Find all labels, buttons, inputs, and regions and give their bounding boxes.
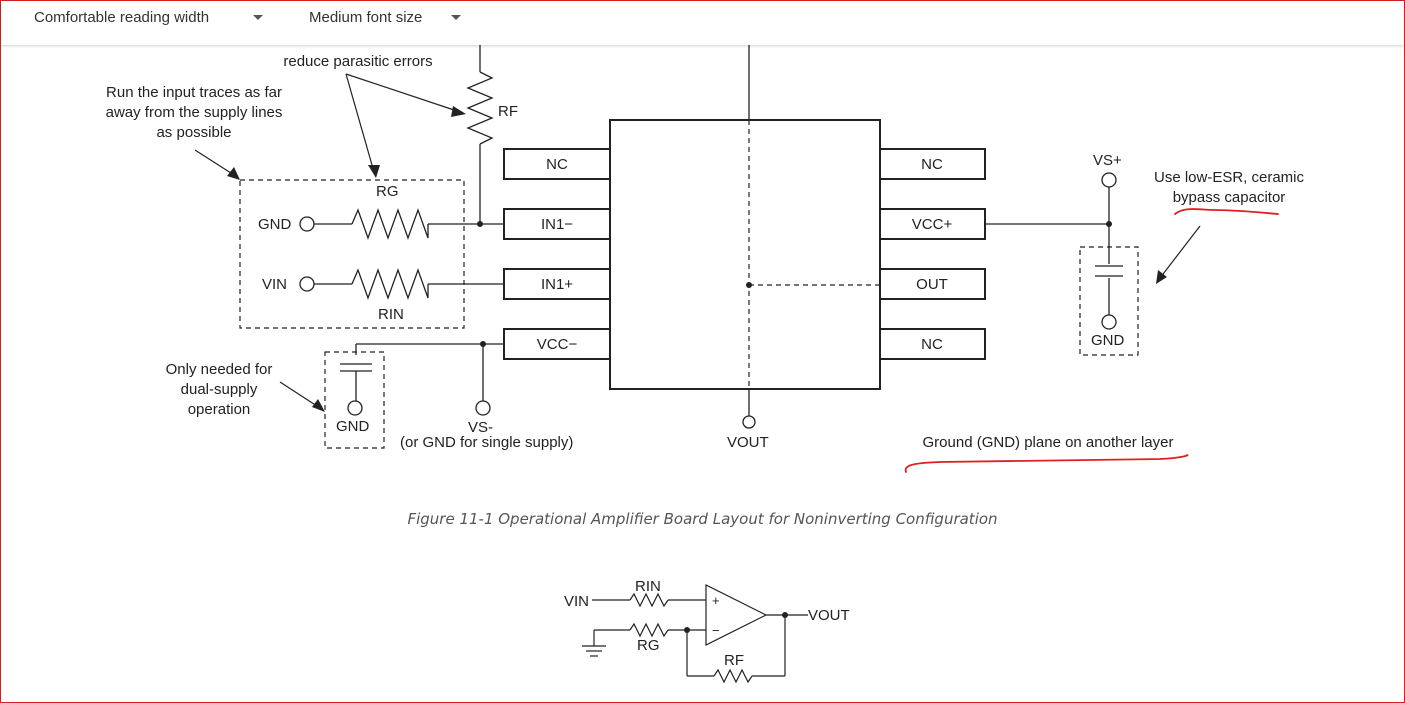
schematic-vin-label: VIN (564, 593, 589, 610)
rin-resistor (351, 268, 429, 300)
rf-label: RF (498, 103, 518, 120)
chevron-down-icon (253, 15, 263, 20)
ic-package (609, 119, 881, 390)
schematic-plus-sign: + (712, 593, 720, 608)
vout-label: VOUT (727, 434, 769, 451)
input-traces-note-1: Run the input traces as far (106, 84, 282, 101)
font-size-select[interactable]: Medium font size (309, 1, 469, 33)
schematic-rf-label: RF (724, 652, 744, 669)
schematic-rin-label: RIN (635, 578, 661, 595)
vin-label: VIN (262, 276, 287, 293)
pin-in1-minus: IN1− (541, 216, 573, 233)
pin-nc-right-top: NC (921, 156, 943, 173)
single-supply-label: (or GND for single supply) (400, 434, 573, 451)
bypass-note-2: bypass capacitor (1173, 189, 1286, 206)
rf-resistor (466, 71, 494, 145)
chevron-down-icon (451, 15, 461, 20)
bypass-underline (1174, 208, 1279, 215)
ground-plane-underline (904, 454, 1189, 473)
dual-supply-note-3: operation (188, 401, 251, 418)
schematic-vout-label: VOUT (808, 607, 850, 624)
pin-vcc-plus: VCC+ (912, 216, 953, 233)
pin-vcc-minus: VCC− (537, 336, 578, 353)
vs-plus-label: VS+ (1093, 152, 1122, 169)
pin-nc-left: NC (546, 156, 568, 173)
ground-plane-note: Ground (GND) plane on another layer (923, 434, 1174, 451)
gnd-bypass-label: GND (1091, 332, 1125, 349)
capacitors (340, 265, 1123, 372)
gnd-decoupling-label: GND (336, 418, 370, 435)
reader-toolbar: Comfortable reading width Medium font si… (1, 1, 1404, 45)
pin-out: OUT (916, 276, 948, 293)
pin-nc-right-bottom: NC (921, 336, 943, 353)
rin-label: RIN (378, 306, 404, 323)
dual-supply-note-1: Only needed for (166, 361, 273, 378)
arrowheads (227, 106, 1167, 412)
pin-in1-plus: IN1+ (541, 276, 573, 293)
reduce-errors-note: reduce parasitic errors (283, 53, 432, 70)
input-traces-note-2: away from the supply lines (106, 104, 283, 121)
pin-pads (503, 148, 986, 360)
input-traces-note-3: as possible (156, 124, 231, 141)
rg-resistor (351, 208, 429, 240)
gnd-input-label: GND (258, 216, 292, 233)
resistors (351, 71, 494, 300)
terminals (299, 172, 1117, 429)
bypass-note-1: Use low-ESR, ceramic (1154, 169, 1305, 186)
vs-minus-label: VS- (468, 419, 493, 436)
schematic-rg-label: RG (637, 637, 660, 654)
font-size-label: Medium font size (309, 8, 423, 26)
opamp-schematic (582, 584, 808, 684)
rg-label: RG (376, 183, 399, 200)
dual-supply-note-2: dual-supply (181, 381, 258, 398)
schematic-minus-sign: − (712, 623, 720, 638)
reading-width-select[interactable]: Comfortable reading width (34, 1, 274, 33)
reading-width-label: Comfortable reading width (34, 8, 210, 26)
callout-arrows (194, 73, 1201, 409)
red-annotation-marks (904, 208, 1279, 473)
figure-caption: Figure 11-1 Operational Amplifier Board … (407, 510, 998, 528)
